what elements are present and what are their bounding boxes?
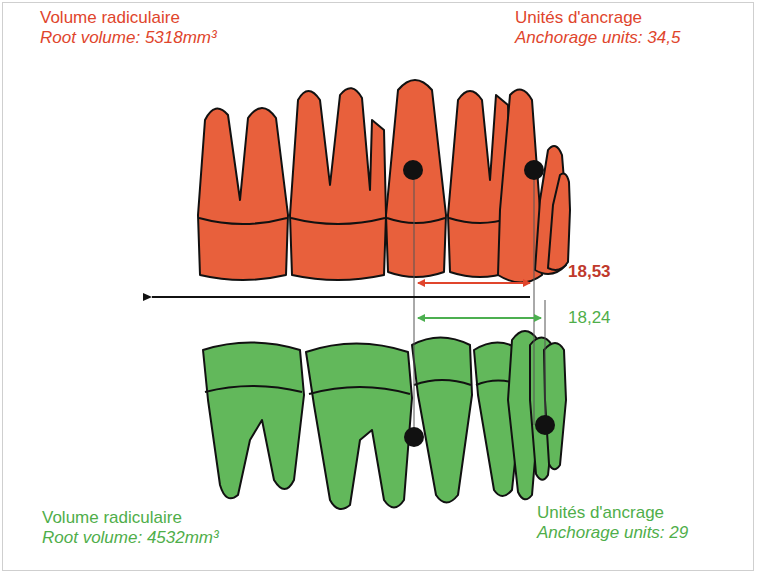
caption-label: Volume radiculaire <box>40 8 180 28</box>
dimension-value: 18,24 <box>568 308 611 328</box>
caption-label: Unités d'ancrage <box>515 8 642 28</box>
dimension-value: 18,53 <box>568 262 611 282</box>
caption-label: Root volume: 5318mm³ <box>40 28 217 48</box>
caption-label: Unités d'ancrage <box>537 503 664 523</box>
caption-label: Anchorage units: 34,5 <box>515 28 680 48</box>
caption-label: Anchorage units: 29 <box>537 523 688 543</box>
caption-label: Root volume: 4532mm³ <box>42 528 219 548</box>
caption-label: Volume radiculaire <box>42 508 182 528</box>
